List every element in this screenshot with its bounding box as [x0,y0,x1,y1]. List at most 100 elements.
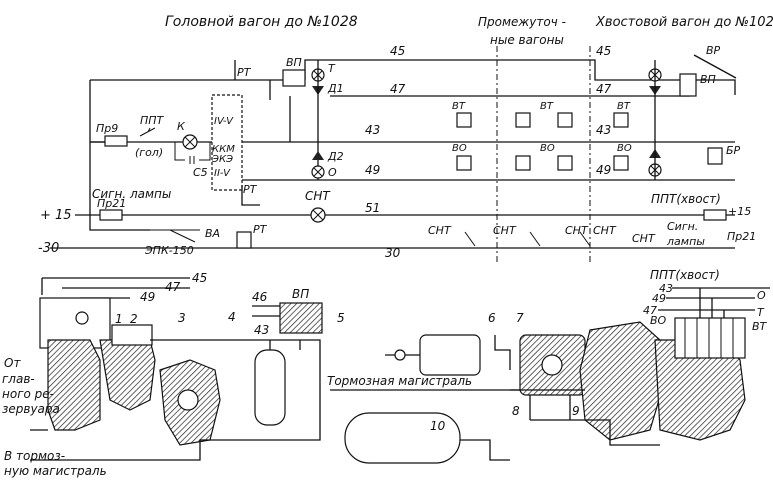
pneumatic-wires-left: 45 47 49 [41,271,207,304]
svg-text:ВТ: ВТ [452,101,466,112]
svg-text:49: 49 [596,163,611,177]
num-2: 2 [130,312,138,326]
signal-lamps-tail-2: лампы [666,235,705,248]
fuse-pr21: Пр21 [97,197,126,221]
tail-valve-assembly [510,317,746,446]
ppt-head: ППТ (гол) [135,114,165,159]
left-bus [89,80,150,231]
svg-text:СНТ: СНТ [632,232,656,245]
svg-text:О: О [757,289,766,302]
head-car-title: Головной вагон до №1028 [165,14,358,30]
rt-label-3: РТ [253,223,268,236]
svg-text:ВА: ВА [205,227,220,240]
num-1: 1 [115,312,123,326]
svg-text:51: 51 [365,201,380,215]
va-epk: ВА ЭПК-150 [144,227,252,257]
reservoir-4 [254,340,286,426]
svg-text:43: 43 [596,123,611,137]
svg-text:45: 45 [192,271,207,285]
svg-text:ВП: ВП [286,56,302,69]
num-8: 8 [512,404,520,418]
svg-text:46: 46 [252,290,268,304]
valve-8-9 [519,334,586,420]
svg-text:30: 30 [385,246,401,260]
svg-text:47: 47 [390,82,406,96]
lamp-t: Т Д1 [311,60,344,180]
svg-text:ВО: ВО [452,143,467,154]
svg-text:ККМ: ККМ [212,144,235,155]
svg-text:(гол): (гол) [135,146,163,159]
svg-text:47: 47 [643,304,657,317]
lamp-snt: СНТ [305,189,331,223]
svg-text:Т: Т [328,62,336,75]
rt-label-1: РТ [237,66,252,79]
snt-labels: СНТ СНТ СНТ СНТ СНТ [428,224,656,247]
controller-block: IV-V ККМ ЭКЭ II-V [211,94,243,191]
fuse-pr9: Пр9 [96,122,128,147]
vo-relays: ВО ВО ВО [452,143,632,171]
from-reservoir-label: От глав- ного ре- зервуара [2,356,60,416]
middle-cars-title-1: Промежуточ - [478,15,566,29]
num-9: 9 [572,404,580,418]
middle-cars-title-2: ные вагоны [490,33,564,47]
signal-lamps-label: Сигн. лампы [92,187,171,201]
wire-45: 45 45 [90,44,737,95]
svg-text:Пр21: Пр21 [97,197,126,210]
svg-text:С5: С5 [193,166,208,179]
svg-text:43: 43 [254,323,269,337]
num-7: 7 [516,311,524,325]
svg-text:ВО: ВО [540,143,555,154]
tail-wires: 43 49 47 ВО О Т ВТ [643,282,770,333]
svg-text:49: 49 [140,290,155,304]
svg-text:СНТ: СНТ [305,189,331,203]
svg-text:В тормоз-: В тормоз- [4,449,65,463]
num-4: 4 [228,310,236,324]
valve-6 [385,334,481,376]
svg-text:Т: Т [757,306,765,319]
svg-text:43: 43 [659,282,673,295]
svg-text:СНТ: СНТ [565,224,589,237]
svg-text:43: 43 [365,123,380,137]
plus15-label: + 15 [40,208,72,223]
valve-body-left [39,297,156,431]
reservoir-10 [344,412,510,464]
wire-49: 49 49 [240,163,735,181]
ppt-tail-label: ППТ(хвост) [651,192,721,206]
svg-text:Пр21: Пр21 [727,230,756,243]
svg-text:глав-: глав- [2,372,35,386]
svg-text:зервуара: зервуара [2,402,60,416]
svg-text:IV-V: IV-V [214,116,234,127]
brake-main-label: Тормозная магистраль [327,374,472,388]
lamp-o: Д2 О [311,150,344,179]
svg-text:47: 47 [596,82,612,96]
svg-text:ВО: ВО [650,314,667,327]
num-10: 10 [430,419,446,433]
tail-car-title: Хвостовой вагон до №1028 [595,15,773,30]
wire-47: 47 47 [330,82,690,97]
svg-text:ВП: ВП [700,73,716,86]
vp-head: ВП [282,56,306,87]
num-5: 5 [337,311,345,325]
svg-text:Д2: Д2 [327,150,344,163]
vt-relays: ВТ ВТ ВТ [452,101,631,128]
rt-label-2: РТ [243,183,258,196]
signal-lamps-tail-1: Сигн. [667,220,698,233]
svg-text:45: 45 [596,44,611,58]
svg-text:Пр9: Пр9 [96,122,118,135]
svg-text:ЭКЭ: ЭКЭ [211,154,233,165]
pipe-main-left [30,339,321,461]
svg-text:СНТ: СНТ [593,224,617,237]
wire-51: 51 [150,201,735,216]
num-6: 6 [488,311,496,325]
ppt-tail-label-2: ППТ(хвост) [650,268,720,282]
svg-text:О: О [328,166,337,179]
svg-text:ВТ: ВТ [540,101,554,112]
svg-text:+15: +15 [728,205,751,218]
svg-text:Д1: Д1 [327,82,344,95]
svg-text:II-V: II-V [214,168,231,179]
svg-text:ВР: ВР [706,44,721,57]
tail-lamps [648,60,662,180]
svg-text:47: 47 [165,280,181,294]
svg-text:От: От [4,356,21,370]
